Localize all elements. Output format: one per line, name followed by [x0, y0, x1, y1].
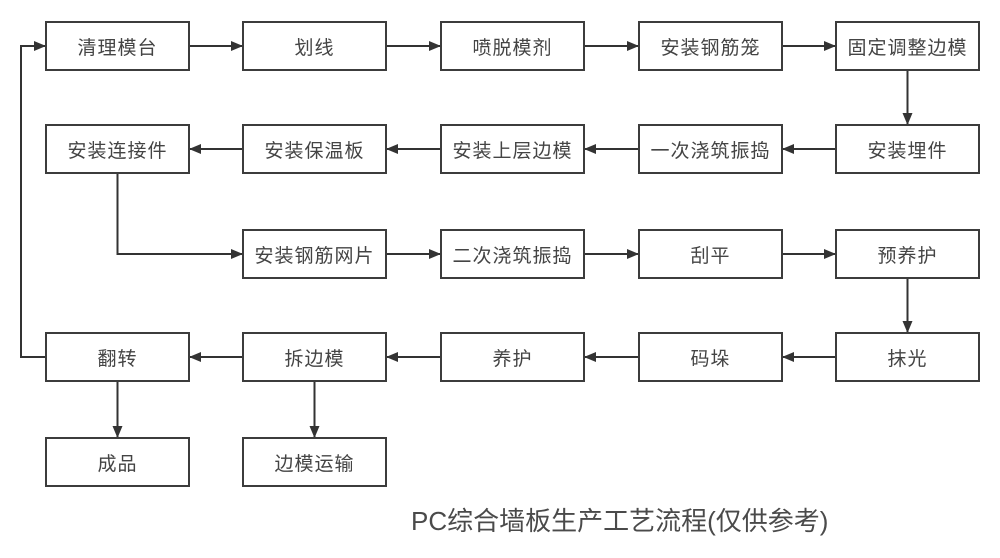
node-curing: 养护 [440, 332, 585, 382]
node-install-embedded-parts: 安装埋件 [835, 124, 980, 174]
node-install-rebar-cage: 安装钢筋笼 [638, 21, 783, 71]
node-fix-adjust-side-forms: 固定调整边模 [835, 21, 980, 71]
edge-flip-loop-to-clean-table [20, 41, 46, 358]
node-second-pour-vibrate: 二次浇筑振捣 [440, 229, 585, 279]
node-first-pour-vibrate: 一次浇筑振捣 [638, 124, 783, 174]
node-stacking: 码垛 [638, 332, 783, 382]
node-scrape-flat: 刮平 [638, 229, 783, 279]
node-side-form-transport: 边模运输 [242, 437, 387, 487]
node-spray-release-agent: 喷脱模剂 [440, 21, 585, 71]
edge-install-connectors-to-install-rebar-mesh [116, 174, 243, 259]
node-troweling: 抹光 [835, 332, 980, 382]
node-pre-curing: 预养护 [835, 229, 980, 279]
node-scribe-lines: 划线 [242, 21, 387, 71]
node-flip: 翻转 [45, 332, 190, 382]
diagram-title: PC综合墙板生产工艺流程(仅供参考) [411, 506, 829, 536]
node-install-upper-side-forms: 安装上层边模 [440, 124, 585, 174]
node-clean-table: 清理模台 [45, 21, 190, 71]
node-install-insulation-board: 安装保温板 [242, 124, 387, 174]
node-install-rebar-mesh: 安装钢筋网片 [242, 229, 387, 279]
node-install-connectors: 安装连接件 [45, 124, 190, 174]
node-finished-product: 成品 [45, 437, 190, 487]
node-remove-side-forms: 拆边模 [242, 332, 387, 382]
